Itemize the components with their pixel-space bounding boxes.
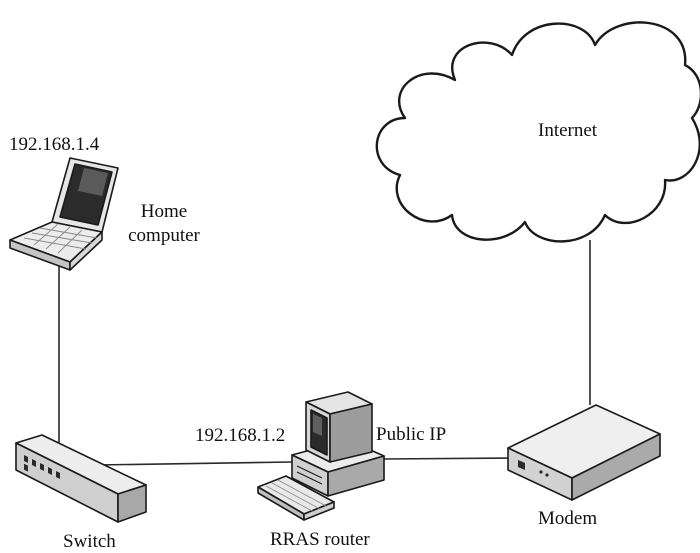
router-private-ip: 192.168.1.2	[195, 425, 286, 446]
laptop-icon	[9, 157, 119, 271]
internet-label: Internet	[538, 120, 598, 141]
home-computer-label-line2: computer	[128, 225, 200, 246]
switch-label: Switch	[63, 531, 116, 552]
link-switch-router	[95, 461, 293, 466]
cloud-icon	[375, 21, 700, 243]
modem-icon	[507, 404, 661, 501]
router-public-ip: Public IP	[376, 424, 447, 445]
switch-icon	[15, 434, 147, 523]
modem-label: Modem	[538, 508, 598, 529]
desktop-computer-icon	[257, 391, 385, 521]
rras-router-label: RRAS router	[270, 529, 370, 550]
connections	[58, 240, 591, 466]
home-computer-ip: 192.168.1.4	[9, 134, 100, 155]
home-computer-label-line1: Home	[140, 201, 188, 222]
home-computer-label: Home computer	[126, 200, 202, 248]
link-router-modem	[381, 457, 513, 460]
